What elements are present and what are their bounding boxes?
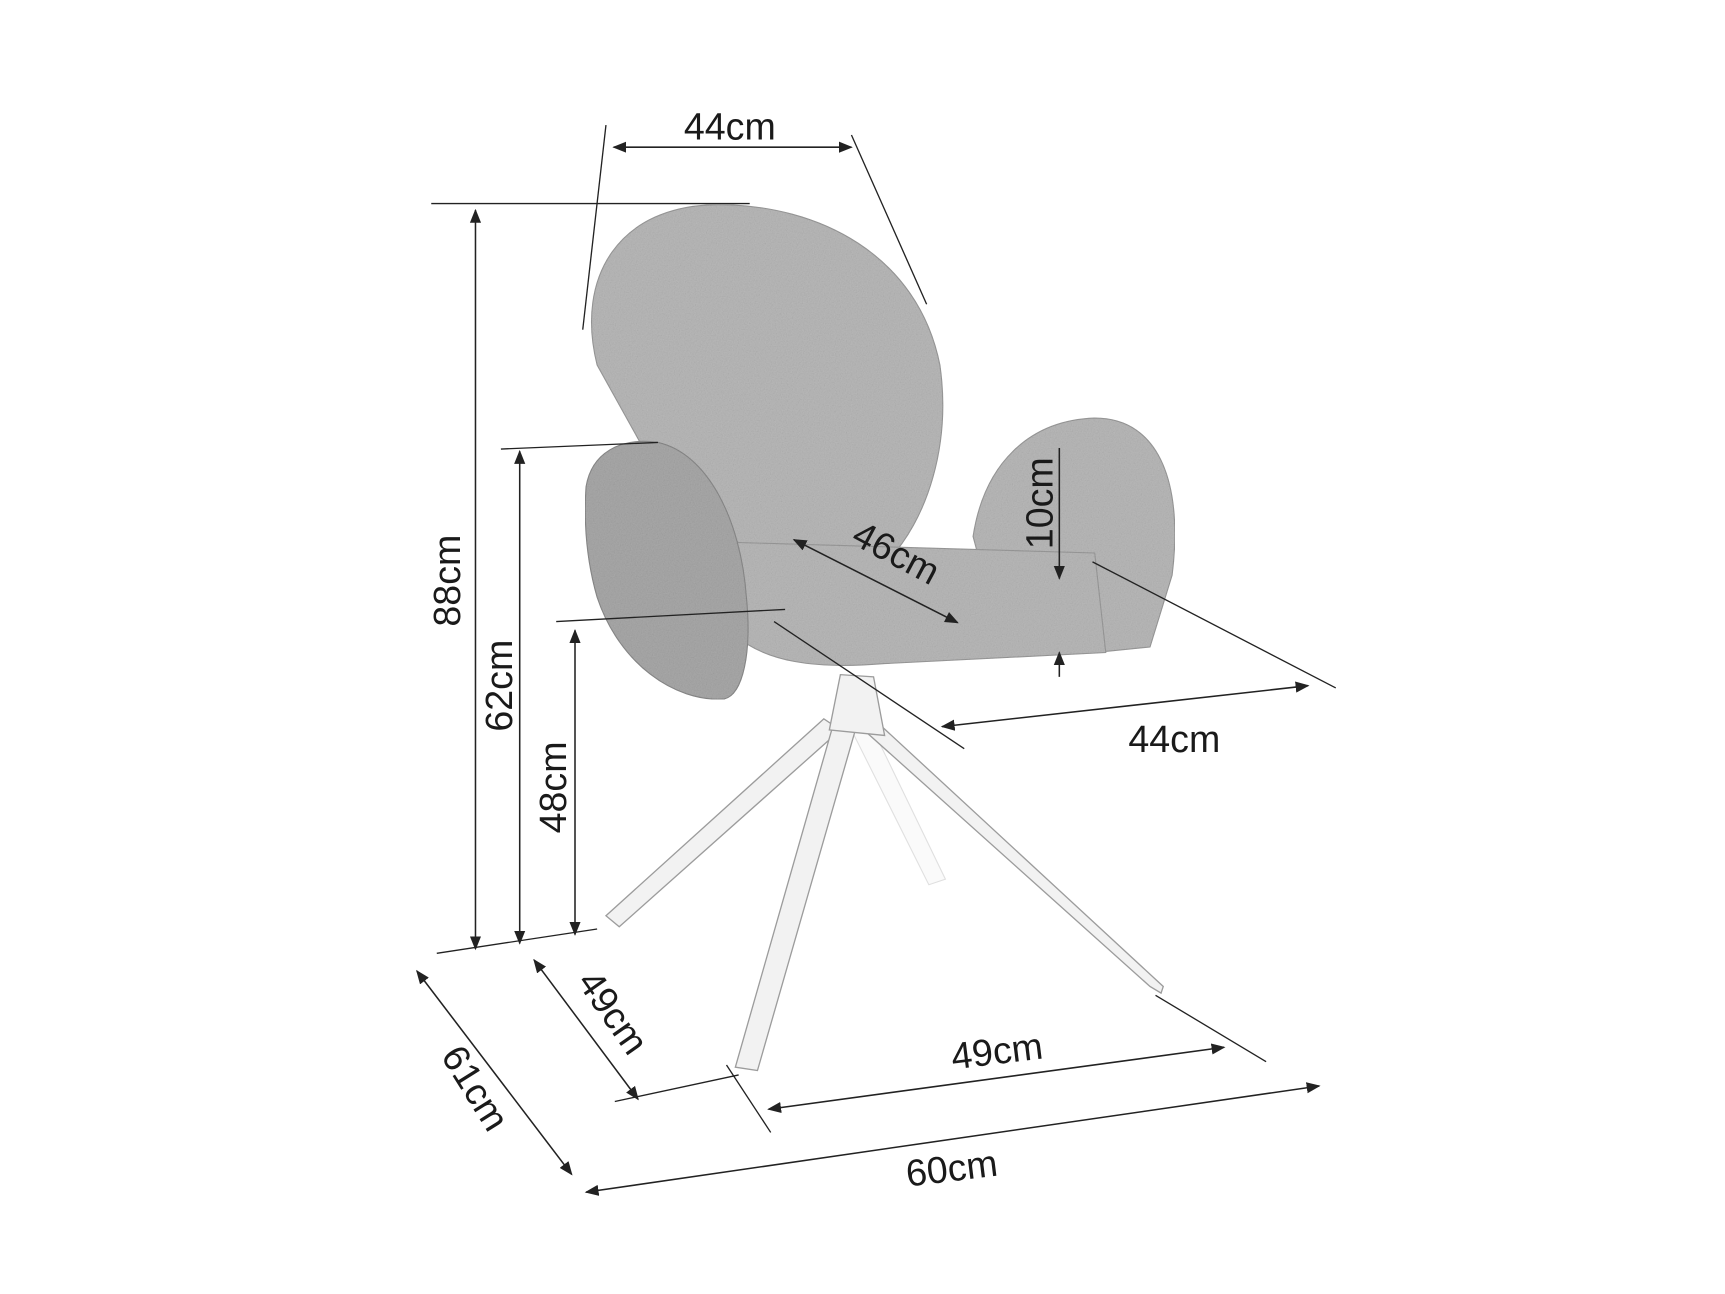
chair-illustration [584,204,1176,1072]
chair-leg-right [849,718,1165,995]
label-base-depth: 49cm [570,963,657,1062]
label-base-width: 49cm [949,1025,1045,1078]
chair-legs [604,673,1165,1072]
label-seat-height: 48cm [532,741,574,833]
label-backrest-width: 44cm [684,105,776,147]
label-seat-width: 44cm [1128,718,1220,760]
label-total-height: 88cm [426,535,468,627]
arrow-total-width [584,1082,1321,1196]
arrow-total-depth [416,969,573,1176]
dimension-arrows [416,141,1321,1196]
chair-leg-back [839,707,947,886]
chair-swivel-base [828,673,886,737]
arrow-seat-width [940,681,1310,731]
label-armrest-height: 62cm [478,640,520,732]
label-total-width: 60cm [903,1142,999,1195]
label-armrest-above-seat: 10cm [1019,457,1061,549]
arrow-seat-depth [792,539,959,624]
chair-leg-front [734,718,858,1072]
